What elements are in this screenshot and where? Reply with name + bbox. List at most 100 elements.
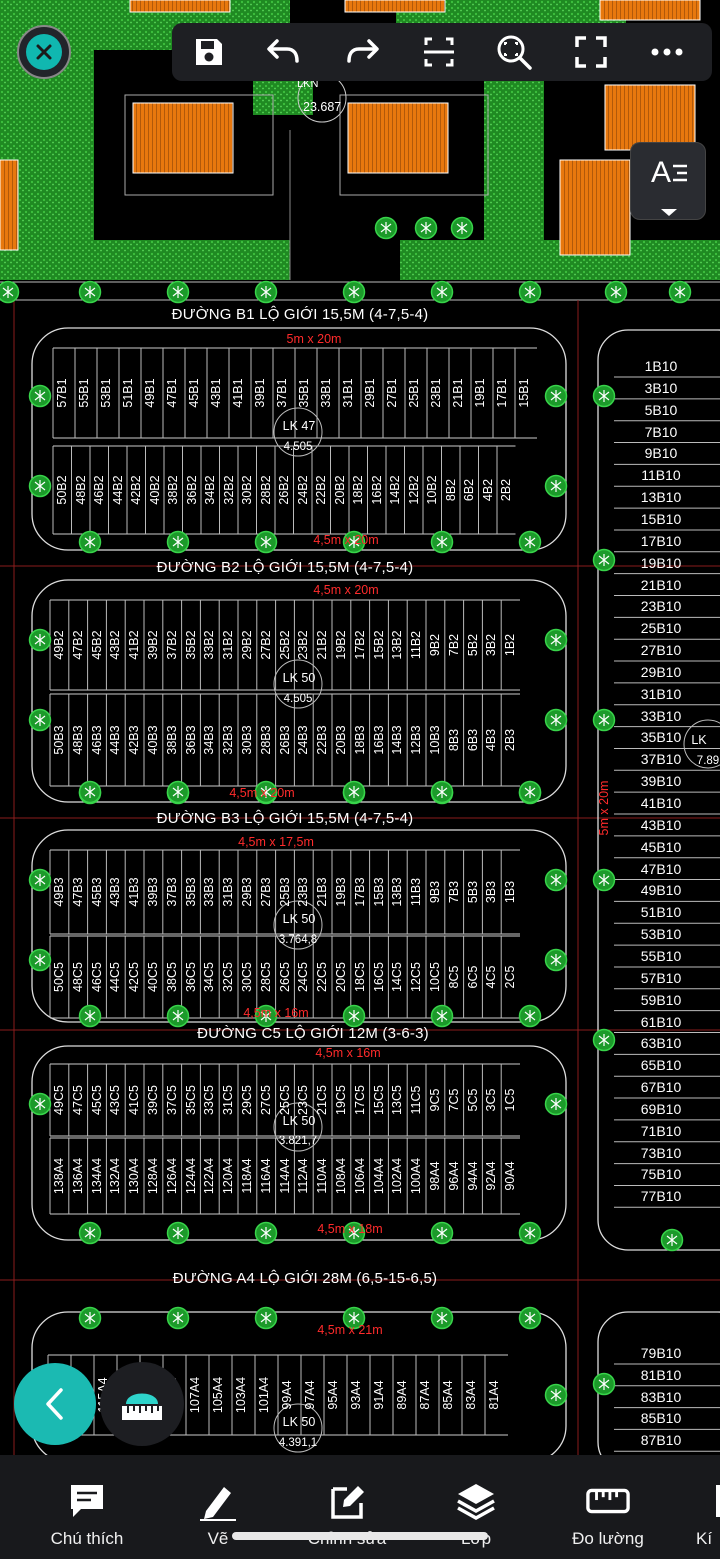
lot-label: 102A4 [390, 1157, 405, 1195]
nav-item-measure[interactable]: Đo lường [558, 1455, 658, 1559]
lot-label: 43B3 [108, 877, 123, 907]
tree-symbol-mark [436, 1227, 448, 1239]
bottom-navigation: Chú thích Vẽ Chỉnh sửa Lớp Đo lường Kí [0, 1455, 720, 1559]
tree-symbol-mark [436, 1312, 448, 1324]
block-area-label: 7.89 [696, 755, 720, 767]
lot-label: 55B10 [640, 947, 682, 964]
tree-symbol-mark [524, 1312, 536, 1324]
save-icon[interactable] [189, 32, 229, 72]
tree-symbol-mark [598, 714, 610, 726]
measure-area-button[interactable] [100, 1362, 184, 1446]
lot-label: 33B10 [640, 707, 682, 724]
lot-label: 112A4 [296, 1158, 311, 1194]
collapse-panel-button[interactable] [14, 1363, 96, 1445]
tree-symbol-mark [524, 1227, 536, 1239]
lot-label: 26B3 [277, 725, 292, 755]
text-style-button[interactable]: A [630, 142, 706, 220]
lot-label: 19B3 [334, 877, 348, 907]
lot-label: 4B3 [484, 728, 499, 752]
lot-label: 47B10 [640, 860, 682, 877]
lot-label: 17B1 [495, 378, 509, 408]
lot-label: 43C5 [108, 1085, 123, 1115]
block-lk-label: LK 50 [282, 671, 316, 685]
lot-label: 134A4 [89, 1157, 104, 1195]
lot-label: 138A4 [52, 1157, 66, 1195]
lot-label: 32B3 [221, 725, 236, 755]
lot-label: 81A4 [487, 1380, 501, 1410]
tree-symbol-mark [456, 222, 468, 234]
lot-label: 23B3 [296, 877, 311, 907]
tree-symbol-mark [550, 634, 562, 646]
lot-label: 61B10 [640, 1013, 682, 1030]
close-button[interactable] [17, 25, 71, 79]
lot-label: 99A4 [280, 1380, 294, 1410]
lot-label: 45C5 [89, 1085, 104, 1115]
lot-label: 105A4 [211, 1376, 225, 1414]
lot-label: 110A4 [315, 1158, 330, 1194]
zoom-search-icon[interactable] [494, 32, 534, 72]
block-label-circle [273, 900, 323, 950]
lot-label: 53B10 [640, 926, 682, 943]
lot-label: 15B3 [371, 877, 386, 907]
block-area-label: 4.505 [283, 441, 313, 453]
tree-symbol-mark [34, 390, 46, 402]
lot-label: 57B1 [55, 378, 69, 408]
lot-label: 35C5 [183, 1085, 198, 1115]
nav-item-draw[interactable]: Vẽ [188, 1455, 248, 1559]
lot-label: 79B10 [640, 1345, 682, 1361]
scan-icon[interactable] [419, 32, 459, 72]
lot-label: 27B10 [640, 642, 682, 659]
more-icon[interactable] [647, 32, 687, 72]
lot-label: 93A4 [349, 1380, 363, 1410]
lot-label: 28B2 [258, 475, 273, 505]
tree-symbol-mark [172, 1227, 184, 1239]
lot-label: 11B3 [409, 877, 424, 907]
cad-drawing-canvas[interactable]: LKN 23.687 ĐƯỜNG B1 LỘ GIỚI 15,5M (4-7,5… [0, 0, 720, 1455]
tree-symbol-mark [436, 286, 448, 298]
nav-item-layers[interactable]: Lớp [436, 1455, 516, 1559]
lot-label: 67B10 [640, 1079, 682, 1096]
redo-icon[interactable] [344, 32, 384, 72]
lot-label: 9C5 [428, 1088, 442, 1112]
text-style-label: A [651, 156, 672, 189]
tree-symbol-mark [260, 786, 272, 798]
lot-label: 57B10 [640, 969, 682, 986]
tree-symbol-mark [84, 286, 96, 298]
dimension-label: 4,5m x 21m [317, 1323, 383, 1337]
tree-symbol-mark [348, 1227, 360, 1239]
tree-symbol-mark [260, 1227, 272, 1239]
block-lk-label: LK 50 [282, 1415, 316, 1429]
nav-item-sign[interactable]: Kí [696, 1455, 720, 1559]
lot-label: 15B2 [371, 630, 386, 660]
lot-label: 116A4 [258, 1158, 273, 1194]
lot-label: 100A4 [409, 1157, 424, 1195]
block-lk-label: LK [691, 733, 707, 747]
block-lk-label: LK 50 [282, 912, 316, 926]
lot-label: 36C5 [183, 962, 198, 992]
tree-symbol-mark [260, 1312, 272, 1324]
lot-label: 47B2 [70, 630, 85, 660]
lot-label: 20C5 [334, 962, 348, 992]
tree-symbol-mark [172, 786, 184, 798]
lot-label: 40B3 [146, 725, 160, 755]
tree-symbol-mark [550, 390, 562, 402]
lot-label: 87A4 [418, 1380, 432, 1410]
undo-icon[interactable] [262, 32, 302, 72]
dimension-label: 4,5m x 18m [317, 1222, 383, 1236]
fullscreen-icon[interactable] [571, 32, 611, 72]
lot-label: 25B10 [640, 620, 682, 637]
lot-label: 4C5 [484, 965, 499, 989]
nav-item-edit[interactable]: Chỉnh sửa [297, 1455, 397, 1559]
lot-label: 9B10 [644, 445, 678, 462]
lot-label: 42B2 [129, 475, 143, 505]
lot-label: 13B10 [640, 489, 682, 506]
tree-symbol-mark [598, 874, 610, 886]
lot-label: 31B1 [341, 378, 355, 408]
lot-label: 77B10 [640, 1188, 682, 1205]
nav-item-comment[interactable]: Chú thích [37, 1455, 137, 1559]
tree-symbol-mark [260, 536, 272, 548]
chevron-down-icon [661, 209, 677, 216]
tree-symbol-mark [84, 1312, 96, 1324]
lot-label: 38C5 [164, 962, 179, 992]
layers-icon [454, 1481, 498, 1521]
